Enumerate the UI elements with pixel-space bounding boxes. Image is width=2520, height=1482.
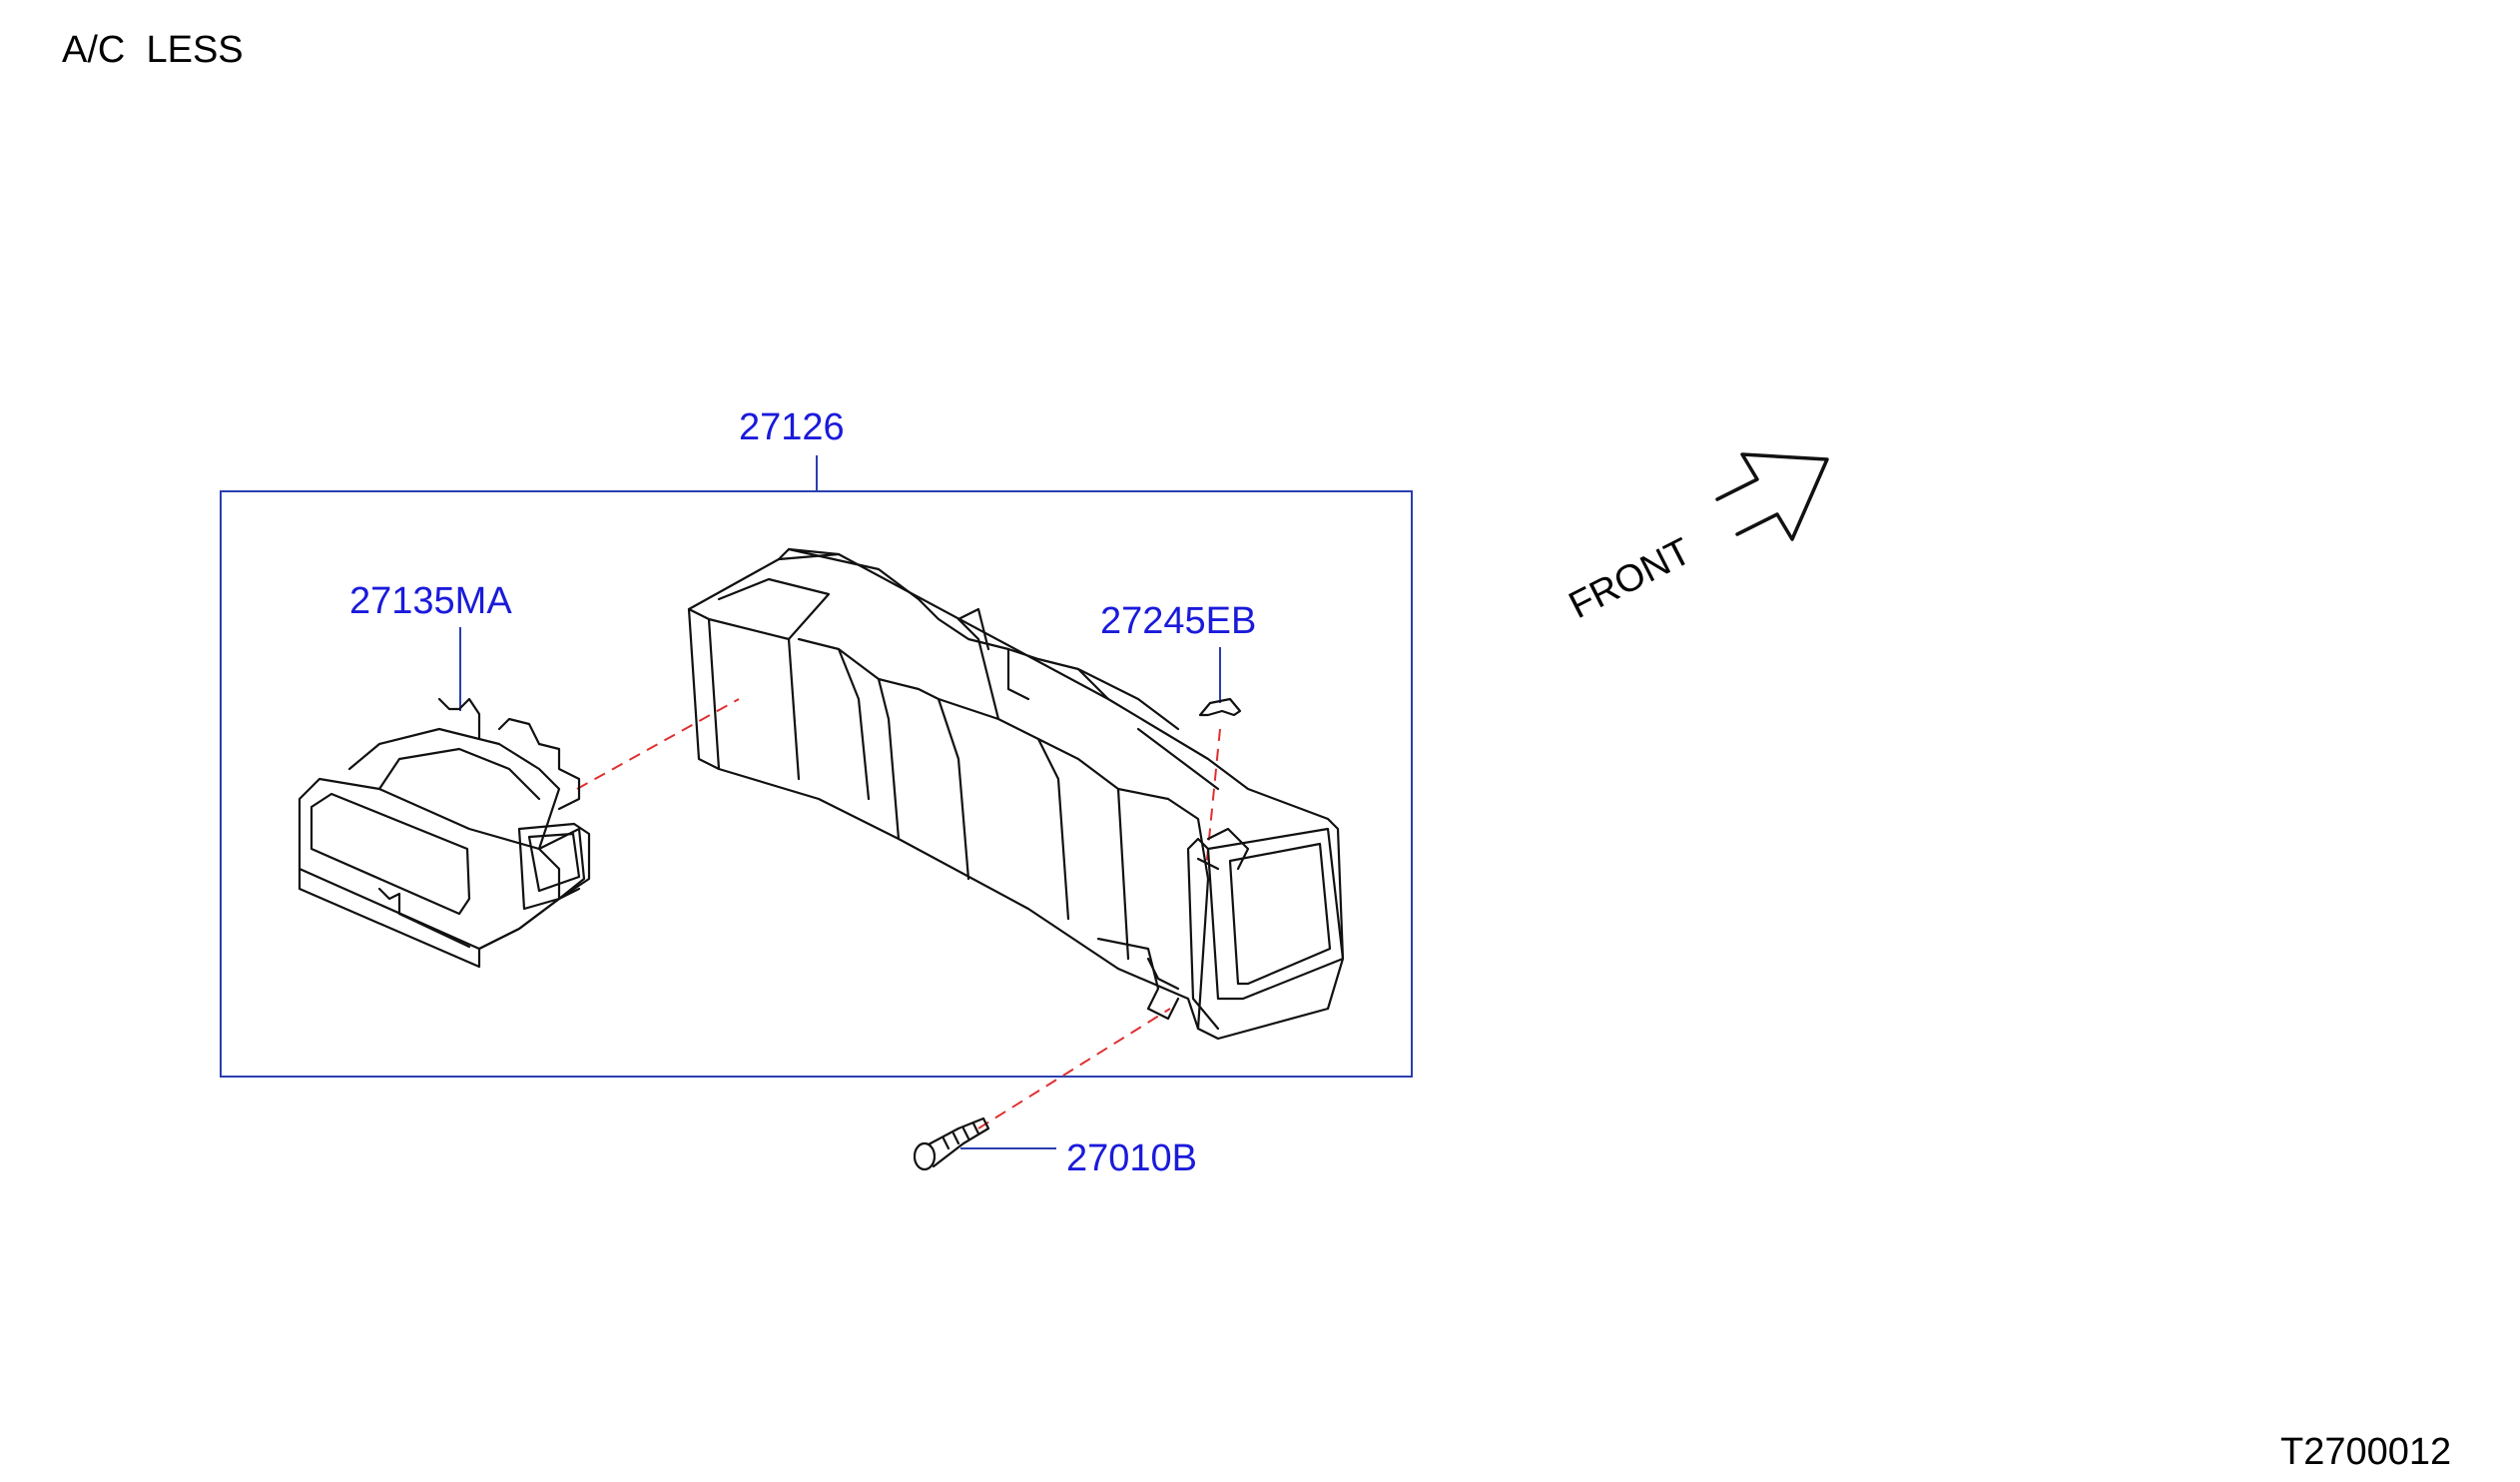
page-title: A/C LESS: [62, 29, 244, 71]
screw-guide-line: [977, 1008, 1171, 1129]
assembly-frame: [220, 490, 1413, 1078]
front-arrow-icon: [1715, 452, 1829, 541]
part-label-27245EB[interactable]: 27245EB: [1100, 600, 1256, 642]
diagram-id: T2700012: [2280, 1431, 2451, 1473]
duct-drawing: [687, 547, 1345, 1041]
front-indicator: FRONT: [1563, 452, 1829, 627]
part-label-27135MA[interactable]: 27135MA: [349, 580, 512, 622]
clip-drawing: [1198, 697, 1242, 717]
part-label-27126[interactable]: 27126: [739, 406, 845, 448]
grille-guide-line: [576, 698, 740, 790]
screw-drawing: [913, 1116, 990, 1171]
part-label-27010B[interactable]: 27010B: [1066, 1137, 1197, 1179]
clip-guide-line: [1205, 728, 1221, 870]
grille-drawing: [298, 697, 591, 969]
front-label: FRONT: [1563, 530, 1698, 627]
